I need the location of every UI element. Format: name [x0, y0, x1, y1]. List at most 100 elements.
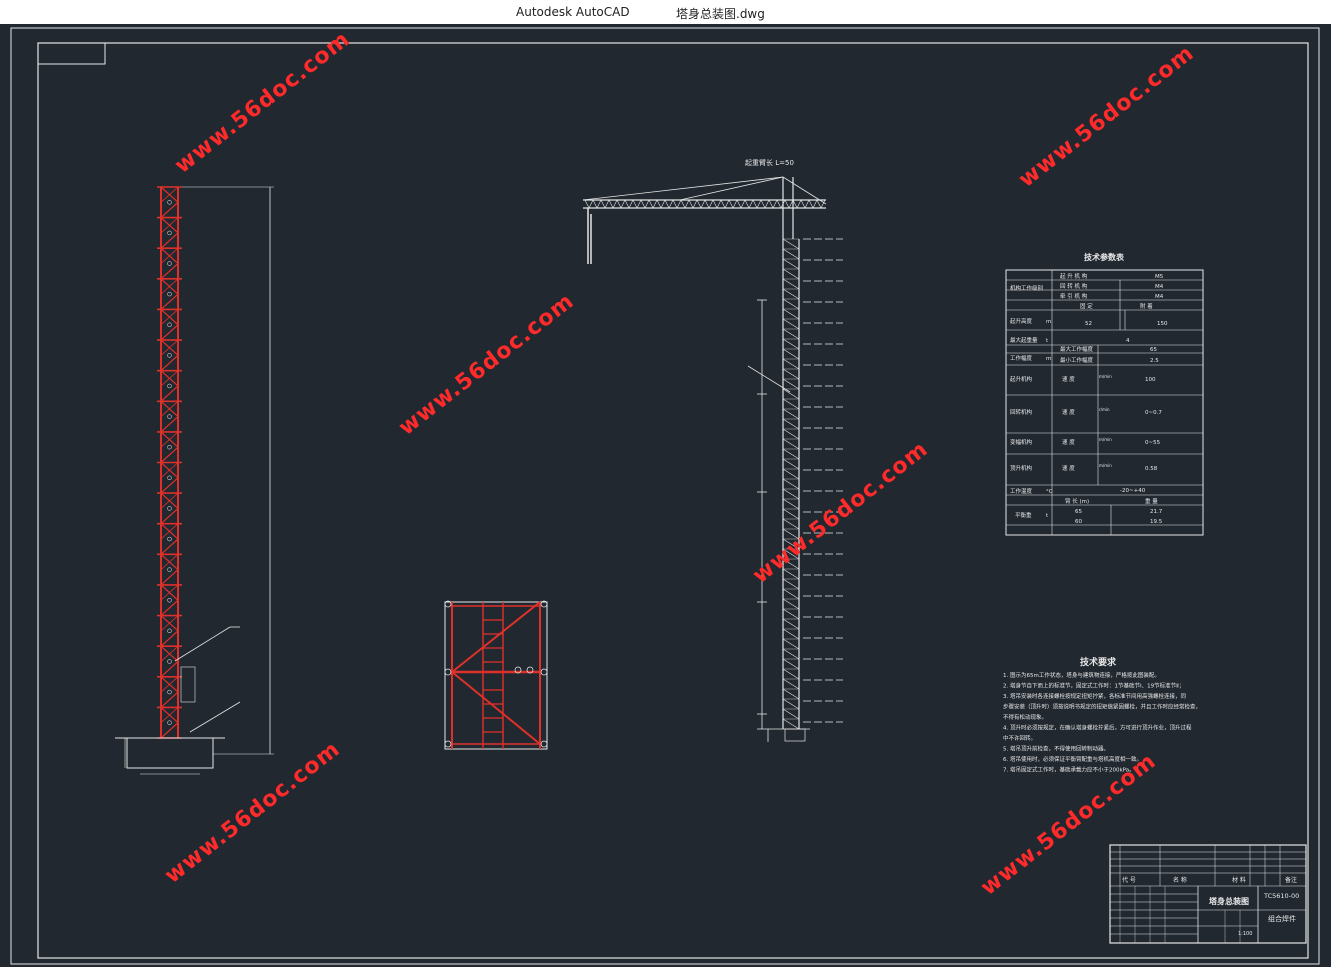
tower-brace [160, 293, 179, 310]
parameter-table-title: 技术参数表 [1084, 252, 1125, 262]
tower-brace [160, 661, 179, 678]
tower-brace [160, 462, 179, 479]
tower-brace [160, 523, 179, 540]
jib-brace [700, 199, 706, 209]
jib-brace [792, 199, 798, 209]
mast-brace [782, 648, 800, 660]
jib-brace [804, 199, 810, 209]
param-unit: °C [1046, 489, 1053, 495]
jib-brace [720, 199, 726, 209]
jib-brace [732, 199, 738, 209]
tower-node [167, 567, 172, 572]
tower-brace [160, 201, 179, 219]
jib-brace [708, 199, 714, 209]
mast-brace [782, 248, 800, 260]
mast-brace [782, 318, 800, 330]
tower-brace [160, 676, 179, 693]
jib-brace [596, 199, 602, 209]
watermark-3: www.56doc.com [748, 437, 933, 589]
tower-brace [160, 309, 179, 326]
tower-brace [160, 446, 179, 463]
param-label: 回转机构 [1010, 408, 1033, 416]
tower-node [167, 628, 172, 634]
mast-brace [782, 708, 800, 720]
mast-brace [782, 278, 800, 290]
param-value: 0~55 [1145, 440, 1161, 446]
jib-brace [688, 199, 694, 209]
mast-brace [782, 488, 800, 500]
mast-brace [782, 398, 800, 410]
mast-brace [782, 438, 800, 450]
mast-brace [782, 258, 800, 270]
jib-brace [744, 199, 750, 209]
tower-node [167, 414, 172, 419]
jib-brace [740, 199, 746, 209]
mast-brace [782, 588, 800, 600]
section-bolt [540, 668, 548, 676]
outer-frame [10, 27, 1320, 965]
param-value: 21.7 [1150, 509, 1163, 515]
param-header: 重 量 [1145, 497, 1158, 505]
tower-brace [160, 324, 179, 341]
title-block: 塔身总装图 TC5610-00 组合焊件 1:100 代 号 名 称 材 料 备… [1109, 844, 1307, 944]
jib-brace [772, 199, 778, 209]
tower-node [167, 475, 172, 481]
jib-brace [776, 199, 782, 209]
mast-brace [782, 618, 800, 630]
drawing-canvas[interactable]: 起重臂长 L=50 技术参数表 机构工作级别起 升 机 构回 转 机 构牵 引 … [0, 24, 1331, 967]
jib-brace [660, 199, 666, 209]
param-value: 65 [1075, 509, 1082, 515]
tech-req-line: 2. 塔身节自下而上的标准节，固定式工作时：1节基础节Ⅰ、19节标准节Ⅱ； [1003, 682, 1184, 690]
param-value: -20~+40 [1120, 488, 1146, 494]
jib-brace [808, 199, 814, 209]
jib-brace [784, 199, 790, 209]
jib-brace [672, 199, 678, 209]
mast-brace [782, 578, 800, 590]
mast-brace [782, 608, 800, 620]
jib-brace [592, 199, 598, 209]
tower-node [167, 230, 172, 236]
jib-brace [588, 199, 594, 209]
mast-brace [782, 598, 800, 610]
tower-crane-elevation: 起重臂长 L=50 [582, 158, 843, 742]
mast-brace [782, 498, 800, 510]
tower-brace [160, 538, 179, 555]
jib-brace [716, 199, 722, 209]
param-value: 0.58 [1145, 466, 1158, 472]
technical-requirements: 技术要求 1. 图示为65m工作状态，塔身与建筑物连接，严格按此图装配。2. 塔… [1003, 656, 1201, 774]
watermark-2: www.56doc.com [394, 289, 579, 441]
param-label: 变幅机构 [1010, 438, 1033, 446]
mast-brace [782, 568, 800, 580]
tower-node [167, 353, 172, 358]
title-block-scale: 1:100 [1238, 931, 1252, 937]
tower-node [167, 444, 172, 450]
tech-req-line: 不得有松动现象。 [1003, 713, 1047, 721]
mast-brace [782, 238, 800, 250]
watermark-4: www.56doc.com [1014, 41, 1199, 193]
jib-brace [756, 199, 762, 209]
title-block-header-name: 名 称 [1173, 876, 1187, 884]
param-sub: 速 度 [1062, 464, 1075, 472]
jib-brace [796, 199, 802, 209]
param-label: 起升高度 [1010, 317, 1033, 325]
jib-brace [608, 199, 614, 209]
tech-req-line: 4. 顶升时必须按规定，在确认塔身螺栓拧紧后，方可进行顶升作业，顶升过程 [1003, 724, 1192, 732]
section-bolt [514, 666, 522, 674]
param-sub: 最小工作幅度 [1060, 356, 1094, 364]
param-sub: 起 升 机 构 [1060, 272, 1088, 280]
jib-brace [616, 199, 622, 209]
mast-brace [782, 558, 800, 570]
tech-req-line: 7. 塔吊固定式工作时，基础承载力应不小于200kPa。 [1003, 766, 1135, 774]
standard-section-detail [444, 600, 548, 750]
param-value: 2.5 [1150, 358, 1159, 364]
tower-mast-elevation [115, 186, 274, 775]
jib-brace [648, 199, 654, 209]
mast-brace [782, 528, 800, 540]
document-name: 塔身总装图.dwg [676, 7, 765, 21]
jib-brace [728, 199, 734, 209]
tech-req-line: 1. 图示为65m工作状态，塔身与建筑物连接，严格按此图装配。 [1003, 671, 1160, 679]
tower-node [167, 536, 172, 542]
mast-brace [782, 668, 800, 680]
tower-brace [160, 492, 179, 509]
